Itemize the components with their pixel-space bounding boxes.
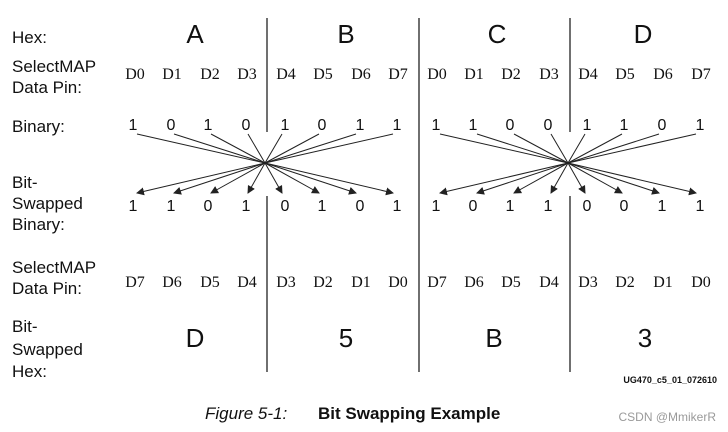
label-swapped-hex: Bit- Swapped Hex: — [12, 317, 88, 381]
swapped-bit: 1 — [318, 198, 327, 215]
pins-top-row: D0 D1 D2 D3 D4 D5 D6 D7 D0 D1 D2 D3 D4 D… — [125, 66, 711, 83]
label-pin-top: SelectMAP Data Pin: — [12, 57, 101, 97]
binary-bit: 1 — [620, 117, 629, 134]
pin-top-label: D5 — [615, 66, 635, 83]
binary-bit: 0 — [318, 117, 327, 134]
hex-top-digit: B — [337, 19, 354, 49]
pin-bottom-label: D3 — [578, 274, 598, 291]
pin-top-label: D1 — [162, 66, 182, 83]
swap-arrow — [439, 133, 697, 196]
pin-top-label: D5 — [313, 66, 333, 83]
pin-top-label: D7 — [691, 66, 711, 83]
hex-bottom-digit: B — [485, 323, 502, 353]
pin-bottom-label: D2 — [313, 274, 333, 291]
hex-top-digit: D — [634, 19, 653, 49]
pin-bottom-label: D3 — [276, 274, 296, 291]
binary-bit: 1 — [356, 117, 365, 134]
binary-bit: 1 — [204, 117, 213, 134]
pin-bottom-label: D0 — [388, 274, 408, 291]
swapped-bit: 1 — [432, 198, 441, 215]
binary-bit: 1 — [469, 117, 478, 134]
label-binary: Binary: — [12, 117, 65, 136]
pin-top-label: D4 — [578, 66, 598, 83]
label-hex: Hex: — [12, 28, 47, 47]
swapped-bit: 0 — [204, 198, 213, 215]
swapped-bit: 1 — [544, 198, 553, 215]
binary-bit: 0 — [506, 117, 515, 134]
binary-bit: 0 — [167, 117, 176, 134]
binary-bit: 1 — [696, 117, 705, 134]
binary-bit: 1 — [129, 117, 138, 134]
binary-bit: 1 — [583, 117, 592, 134]
swapped-bit: 1 — [129, 198, 138, 215]
hex-bottom-row: D 5 B 3 — [186, 323, 653, 353]
pin-top-label: D4 — [276, 66, 296, 83]
binary-bit: 1 — [432, 117, 441, 134]
pin-top-label: D6 — [653, 66, 673, 83]
swapped-bit: 0 — [356, 198, 365, 215]
hex-top-digit: A — [186, 19, 204, 49]
label-swapped-binary: Bit- Swapped Binary: — [12, 173, 88, 234]
swapped-bit: 0 — [583, 198, 592, 215]
pin-top-label: D0 — [427, 66, 447, 83]
binary-bit: 1 — [281, 117, 290, 134]
pin-bottom-label: D4 — [237, 274, 257, 291]
caption-title: Bit Swapping Example — [318, 404, 500, 423]
hex-bottom-digit: 5 — [339, 323, 353, 353]
pin-top-label: D3 — [237, 66, 257, 83]
swapped-bit: 0 — [469, 198, 478, 215]
pin-top-label: D2 — [200, 66, 220, 83]
hex-top-row: A B C D — [186, 19, 652, 49]
caption-figure-number: Figure 5-1: — [205, 404, 287, 423]
pin-top-label: D1 — [464, 66, 484, 83]
pin-bottom-label: D0 — [691, 274, 711, 291]
figure-id-note: UG470_c5_01_072610 — [623, 375, 717, 385]
pin-bottom-label: D1 — [351, 274, 371, 291]
binary-bit: 0 — [544, 117, 553, 134]
binary-bit: 0 — [242, 117, 251, 134]
swapped-bit: 1 — [658, 198, 667, 215]
pin-top-label: D0 — [125, 66, 145, 83]
watermark-text: CSDN @MmikerR — [618, 410, 716, 424]
swapped-bit: 1 — [696, 198, 705, 215]
pin-bottom-label: D5 — [200, 274, 220, 291]
swap-arrows-right-byte — [439, 133, 697, 196]
row-labels: Hex: SelectMAP Data Pin: Binary: Bit- Sw… — [12, 28, 101, 381]
hex-bottom-digit: 3 — [638, 323, 652, 353]
swapped-binary-row: 1 1 0 1 0 1 0 1 1 0 1 1 0 0 1 1 — [129, 198, 705, 215]
pin-top-label: D6 — [351, 66, 371, 83]
swap-arrow — [136, 133, 394, 196]
nibble-dividers — [266, 18, 571, 372]
pin-top-label: D7 — [388, 66, 408, 83]
pin-bottom-label: D6 — [162, 274, 182, 291]
swapped-bit: 1 — [242, 198, 251, 215]
swapped-bit: 1 — [167, 198, 176, 215]
pin-bottom-label: D7 — [427, 274, 447, 291]
binary-bit: 1 — [393, 117, 402, 134]
swapped-bit: 1 — [393, 198, 402, 215]
pin-bottom-label: D1 — [653, 274, 673, 291]
binary-row: 1 0 1 0 1 0 1 1 1 1 0 0 1 1 0 1 — [129, 117, 705, 134]
pin-top-label: D2 — [501, 66, 521, 83]
swap-arrows-left-byte — [136, 133, 394, 196]
figure-caption: Figure 5-1: Bit Swapping Example — [205, 404, 500, 423]
binary-bit: 0 — [658, 117, 667, 134]
pins-bottom-row: D7 D6 D5 D4 D3 D2 D1 D0 D7 D6 D5 D4 D3 D… — [125, 274, 711, 291]
hex-top-digit: C — [488, 19, 507, 49]
hex-bottom-digit: D — [186, 323, 205, 353]
pin-bottom-label: D7 — [125, 274, 145, 291]
label-pin-bottom: SelectMAP Data Pin: — [12, 258, 101, 298]
pin-bottom-label: D2 — [615, 274, 635, 291]
swapped-bit: 0 — [281, 198, 290, 215]
pin-bottom-label: D5 — [501, 274, 521, 291]
pin-bottom-label: D4 — [539, 274, 559, 291]
pin-bottom-label: D6 — [464, 274, 484, 291]
swapped-bit: 1 — [506, 198, 515, 215]
swapped-bit: 0 — [620, 198, 629, 215]
pin-top-label: D3 — [539, 66, 559, 83]
